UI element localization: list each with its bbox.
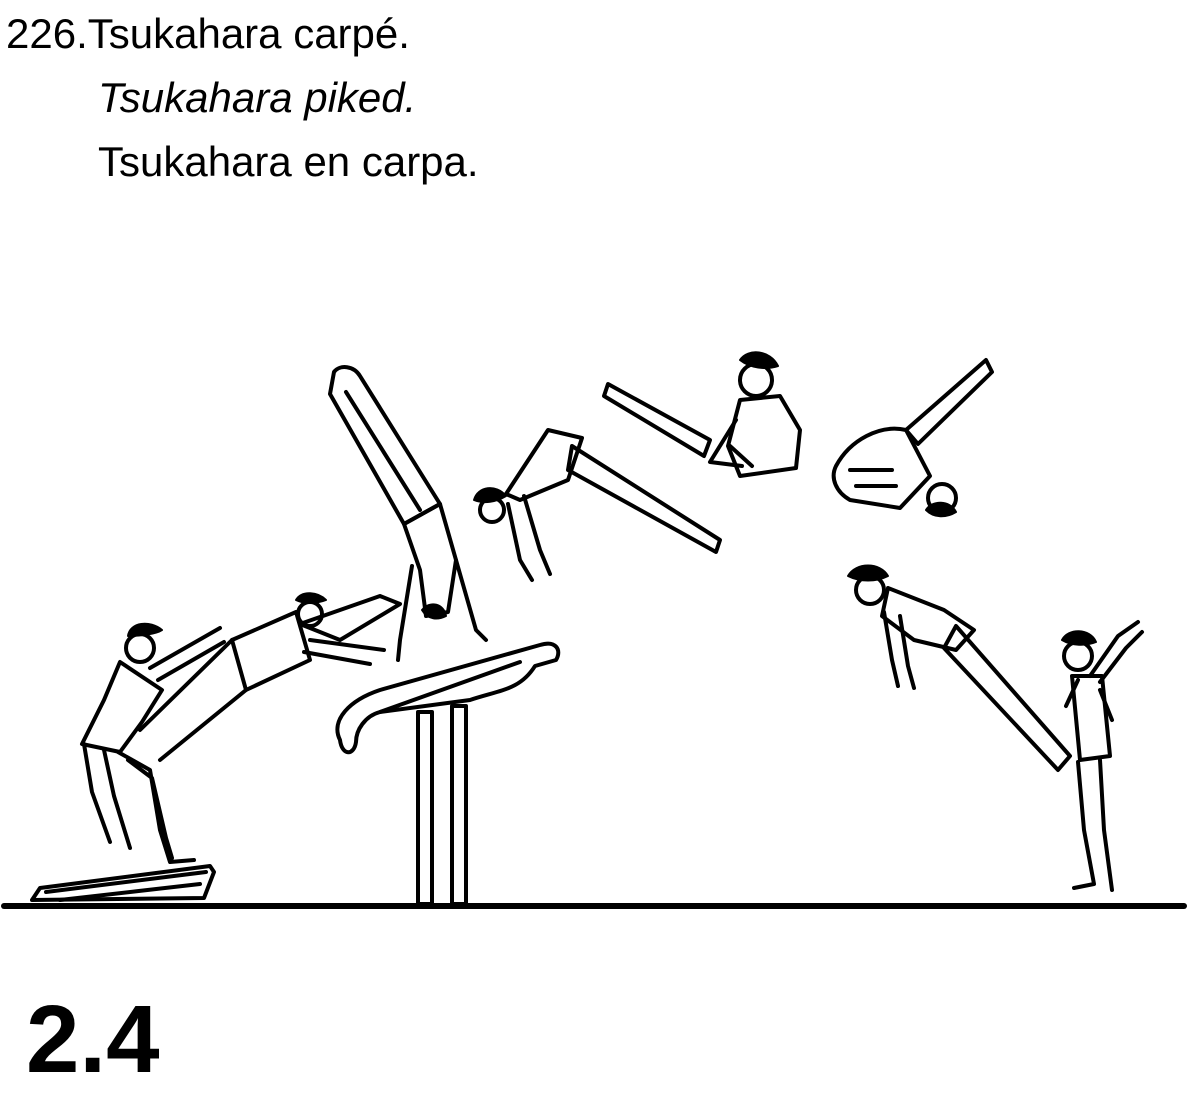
gymnast-piked-top xyxy=(604,352,800,476)
springboard xyxy=(32,866,214,900)
gymnast-piked-inverted xyxy=(474,430,720,580)
gymnast-descent xyxy=(848,566,1070,771)
element-value: 2.4 xyxy=(26,985,159,1095)
gymnast-first-flight xyxy=(140,593,400,760)
gymnast-opening xyxy=(834,360,992,516)
gymnast-landing xyxy=(1062,622,1142,890)
vault-table xyxy=(337,644,558,904)
gymnast-takeoff xyxy=(82,624,224,862)
gymnast-handstand xyxy=(330,367,486,660)
